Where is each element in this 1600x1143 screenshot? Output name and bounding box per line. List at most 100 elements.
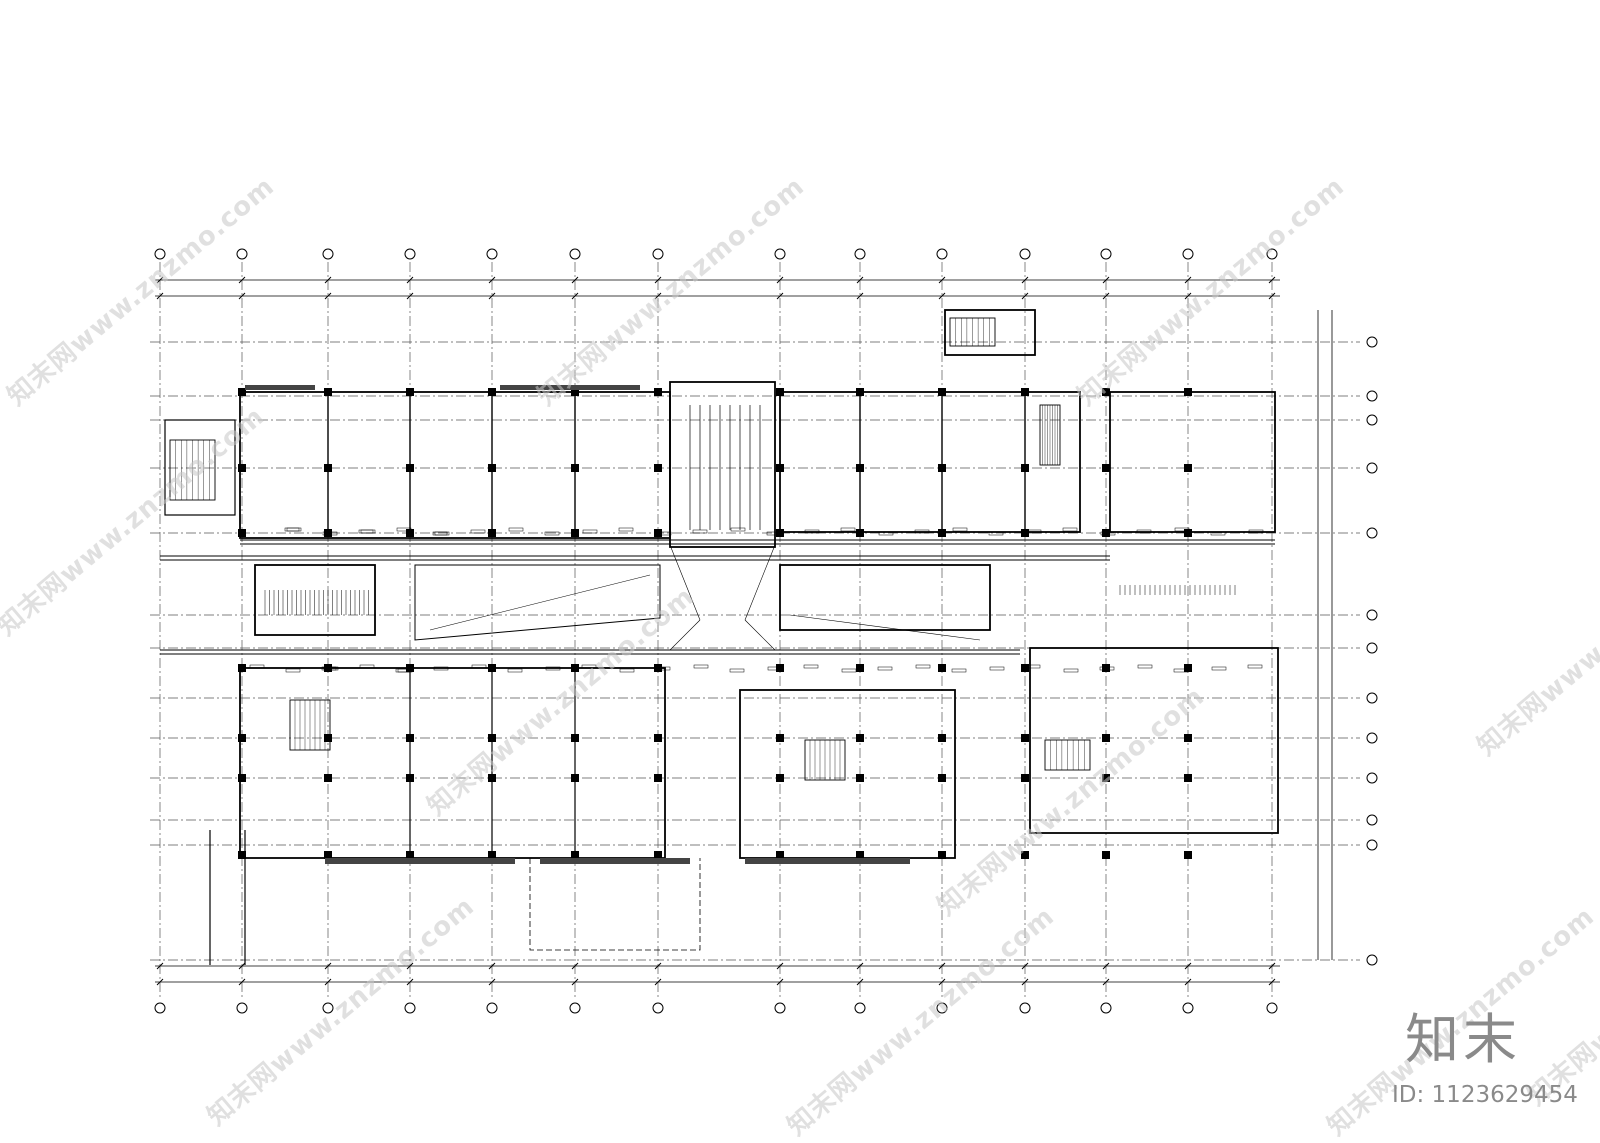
axis-bubble	[1100, 1002, 1112, 1014]
canopy-strip	[540, 858, 690, 864]
dimension-tick	[1184, 978, 1192, 986]
dimension-tick	[488, 962, 496, 970]
canopy-strip	[745, 858, 910, 864]
annotation-tag	[1137, 664, 1153, 669]
dimension-tick	[1021, 276, 1029, 284]
dimension-tick	[776, 962, 784, 970]
plan-details	[169, 317, 1264, 864]
column	[1021, 851, 1029, 859]
dimension-tick	[938, 292, 946, 300]
dimension-tick	[488, 292, 496, 300]
annotation-tag	[1211, 666, 1227, 671]
axis-bubble	[1182, 248, 1194, 260]
column	[238, 734, 246, 742]
axis-bubble	[774, 1002, 786, 1014]
column	[406, 529, 414, 537]
annotation-tag	[470, 529, 486, 534]
wall-outline	[669, 381, 776, 548]
annotation-tag	[655, 666, 671, 671]
axis-bubble	[936, 1002, 948, 1014]
column	[1102, 774, 1110, 782]
annotation-tag	[544, 531, 560, 536]
dimension-tick	[238, 276, 246, 284]
ramp-arrow	[429, 574, 651, 631]
wall-outline	[739, 689, 956, 859]
axis-bubble	[404, 248, 416, 260]
column	[238, 664, 246, 672]
dimension-tick	[156, 276, 164, 284]
column	[1102, 734, 1110, 742]
dimension-tick	[856, 276, 864, 284]
wall-outline	[1109, 391, 1276, 533]
dimension-tick	[156, 962, 164, 970]
axis-bubble	[569, 248, 581, 260]
axis-bubble	[1366, 462, 1378, 474]
axis-bubble	[1366, 732, 1378, 744]
axis-bubble	[1366, 609, 1378, 621]
dimension-tick	[1102, 962, 1110, 970]
dimension-tick	[1021, 962, 1029, 970]
wall-outline	[239, 667, 666, 859]
annotation-tag	[1063, 668, 1079, 673]
column	[238, 529, 246, 537]
annotation-tag	[284, 527, 300, 532]
dimension-tick	[1268, 276, 1276, 284]
wall-outline	[779, 564, 991, 631]
axis-bubble	[322, 1002, 334, 1014]
annotation-tag	[989, 666, 1005, 671]
axis-bubble	[1366, 642, 1378, 654]
annotation-tag	[507, 668, 523, 673]
annotation-tag	[841, 668, 857, 673]
column	[938, 734, 946, 742]
column	[1102, 464, 1110, 472]
axis-bubble	[1100, 248, 1112, 260]
dimension-tick	[856, 978, 864, 986]
dimension-tick	[856, 292, 864, 300]
annotation-tag	[693, 664, 709, 669]
annotation-tag	[840, 527, 856, 532]
annotation-tag	[545, 666, 561, 671]
column	[571, 529, 579, 537]
dimension-tick	[156, 978, 164, 986]
column	[1184, 774, 1192, 782]
annotation-tag	[878, 531, 894, 536]
dimension-tick	[238, 292, 246, 300]
column	[324, 734, 332, 742]
axis-bubble	[1366, 692, 1378, 704]
column	[856, 851, 864, 859]
axis-bubble	[486, 248, 498, 260]
image-id-label: ID: 1123629454	[1392, 1082, 1578, 1108]
axis-bubble	[154, 1002, 166, 1014]
annotation-tag	[322, 531, 338, 536]
dimension-tick	[1102, 978, 1110, 986]
annotation-tag	[914, 529, 930, 534]
dimension-tick	[238, 962, 246, 970]
column	[324, 851, 332, 859]
column	[654, 464, 662, 472]
annotation-tag	[1248, 529, 1264, 534]
dimension-tick	[238, 978, 246, 986]
dimension-tick	[406, 978, 414, 986]
axis-bubble	[652, 248, 664, 260]
axis-bubble	[236, 1002, 248, 1014]
canopy-strip	[245, 385, 315, 390]
wall-outline	[239, 391, 671, 539]
axis-bubble	[936, 248, 948, 260]
annotation-tag	[1174, 527, 1190, 532]
axis-bubble	[1266, 248, 1278, 260]
annotation-tag	[1173, 668, 1189, 673]
axis-bubble	[1366, 336, 1378, 348]
column	[856, 734, 864, 742]
wall-outline	[944, 309, 1036, 356]
dimension-tick	[1021, 292, 1029, 300]
annotation-tag	[359, 664, 375, 669]
axis-bubble	[1366, 814, 1378, 826]
annotation-tag	[656, 531, 672, 536]
axis-bubble	[322, 248, 334, 260]
column	[776, 734, 784, 742]
dimension-tick	[1268, 292, 1276, 300]
annotation-tag	[803, 664, 819, 669]
column	[654, 529, 662, 537]
building-walls	[160, 309, 1279, 965]
